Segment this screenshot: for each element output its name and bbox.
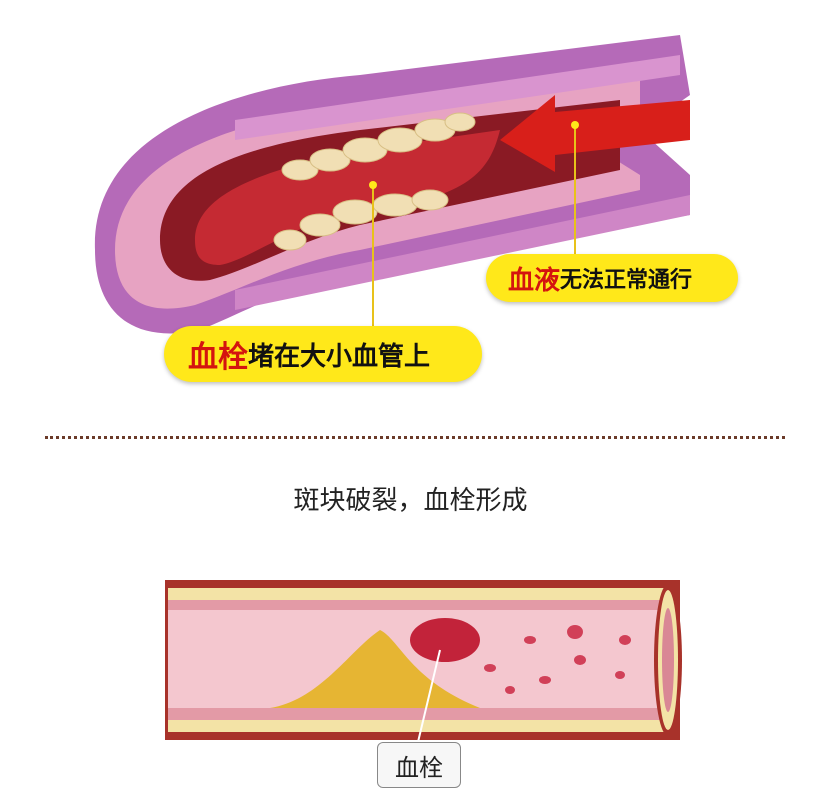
- label-blood-cannot-flow: 血液无法正常通行: [486, 254, 738, 302]
- label-clot-rest: 堵在大小血管上: [248, 341, 431, 372]
- blood-flow-arrow-icon: [500, 95, 690, 172]
- label-blood-highlight: 血液: [508, 265, 561, 296]
- artery-illustration-bottom: [165, 580, 682, 743]
- clot-bottom: [410, 618, 480, 662]
- section-caption: 斑块破裂，血栓形成: [293, 486, 528, 516]
- label-clot-blocking: 血栓堵在大小血管上: [164, 326, 482, 382]
- label-clot-highlight: 血栓: [188, 340, 248, 375]
- clot-label-bottom: 血栓: [377, 742, 461, 788]
- label-blood-rest: 无法正常通行: [560, 268, 693, 293]
- dotted-divider: [45, 436, 785, 439]
- plaque-top: [273, 112, 476, 251]
